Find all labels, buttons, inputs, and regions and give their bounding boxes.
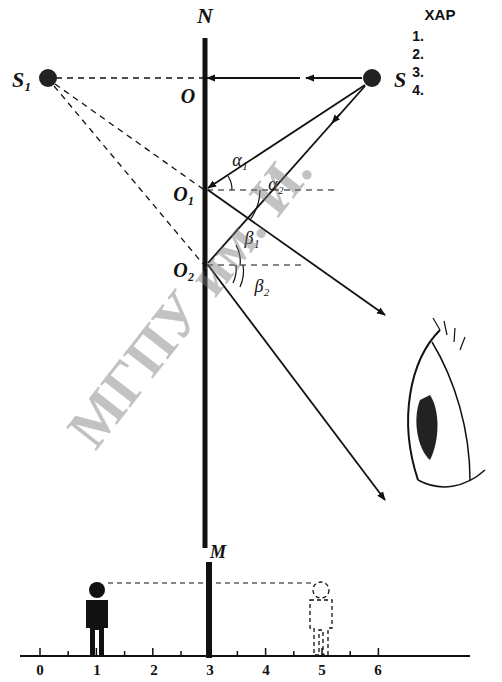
scale-number: 6	[374, 663, 382, 678]
point-label: S₁	[12, 69, 32, 91]
scale-tick	[208, 648, 210, 656]
point-label: S	[394, 69, 406, 91]
scale-tick	[96, 648, 98, 656]
heading-fragment: ХАР	[425, 7, 456, 22]
list-number: 3.	[412, 65, 424, 79]
scale-tick	[378, 648, 380, 656]
scale-tick	[293, 651, 295, 656]
scale-tick	[39, 648, 41, 656]
mirror-label: M	[210, 543, 226, 561]
scale-tick	[237, 651, 239, 656]
scale-number: 3	[206, 663, 214, 678]
list-number: 1.	[412, 29, 424, 43]
angle-label: β₂	[254, 277, 269, 295]
scale-tick	[321, 648, 323, 656]
scale-number: 2	[150, 663, 158, 678]
scale-tick	[152, 648, 154, 656]
point-label: O	[181, 86, 195, 106]
scale-tick	[180, 651, 182, 656]
scale-number: 4	[262, 663, 270, 678]
scale-tick	[349, 651, 351, 656]
mirror-label: N	[197, 5, 213, 27]
scale-number: 0	[36, 663, 44, 678]
list-number: 4.	[412, 83, 424, 97]
scale-tick	[265, 648, 267, 656]
scale-number: 1	[93, 663, 101, 678]
scale-tick	[67, 651, 69, 656]
angle-label: α₁	[232, 151, 248, 169]
scale-tick	[124, 651, 126, 656]
point-label: O₁	[173, 184, 194, 204]
scale-number: 5	[318, 663, 326, 678]
list-number: 2.	[412, 47, 424, 61]
